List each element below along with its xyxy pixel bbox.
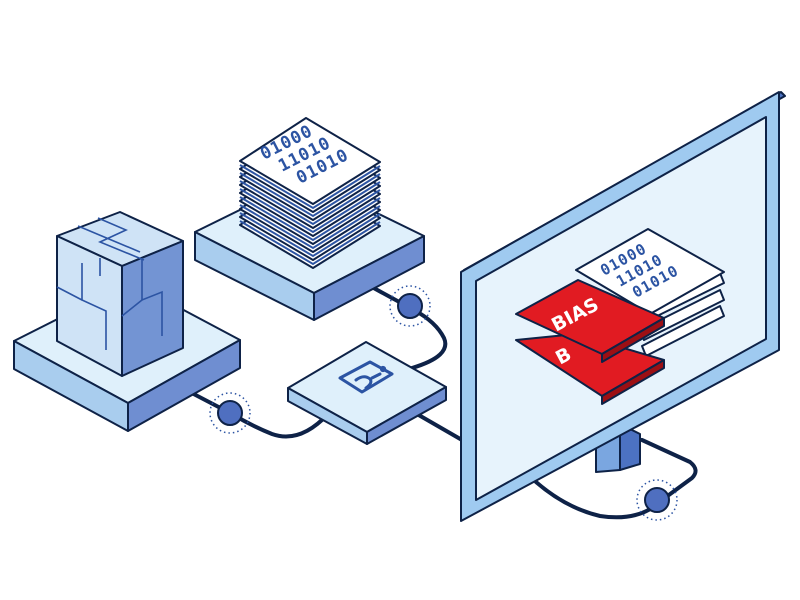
bias-label-front: BIAS (515, 279, 665, 363)
data-stack-sheet-edge (239, 164, 381, 210)
cable-monitor-loop (534, 438, 698, 520)
data-stack-sheet-edge (239, 212, 381, 258)
connector-node-top (389, 285, 431, 327)
data-stack-sheet-edge (239, 180, 381, 226)
ai-chip-icon (338, 360, 394, 394)
data-stack-sheet-edge (239, 196, 381, 242)
connector-node-monitor (636, 479, 678, 521)
bias-label-back: B (515, 333, 665, 405)
data-stack-sheet-edge (239, 188, 381, 234)
connector-node-left (209, 392, 251, 434)
cable-data-to-chip (368, 284, 448, 370)
data-stack-sheet-edge (239, 220, 381, 266)
cube-puzzle-icon (56, 211, 184, 377)
data-stack-sheet-edge (239, 204, 381, 250)
data-stack-icon: 01000 11010 01010 (239, 117, 381, 269)
data-stack-sheet-edge (239, 172, 381, 218)
